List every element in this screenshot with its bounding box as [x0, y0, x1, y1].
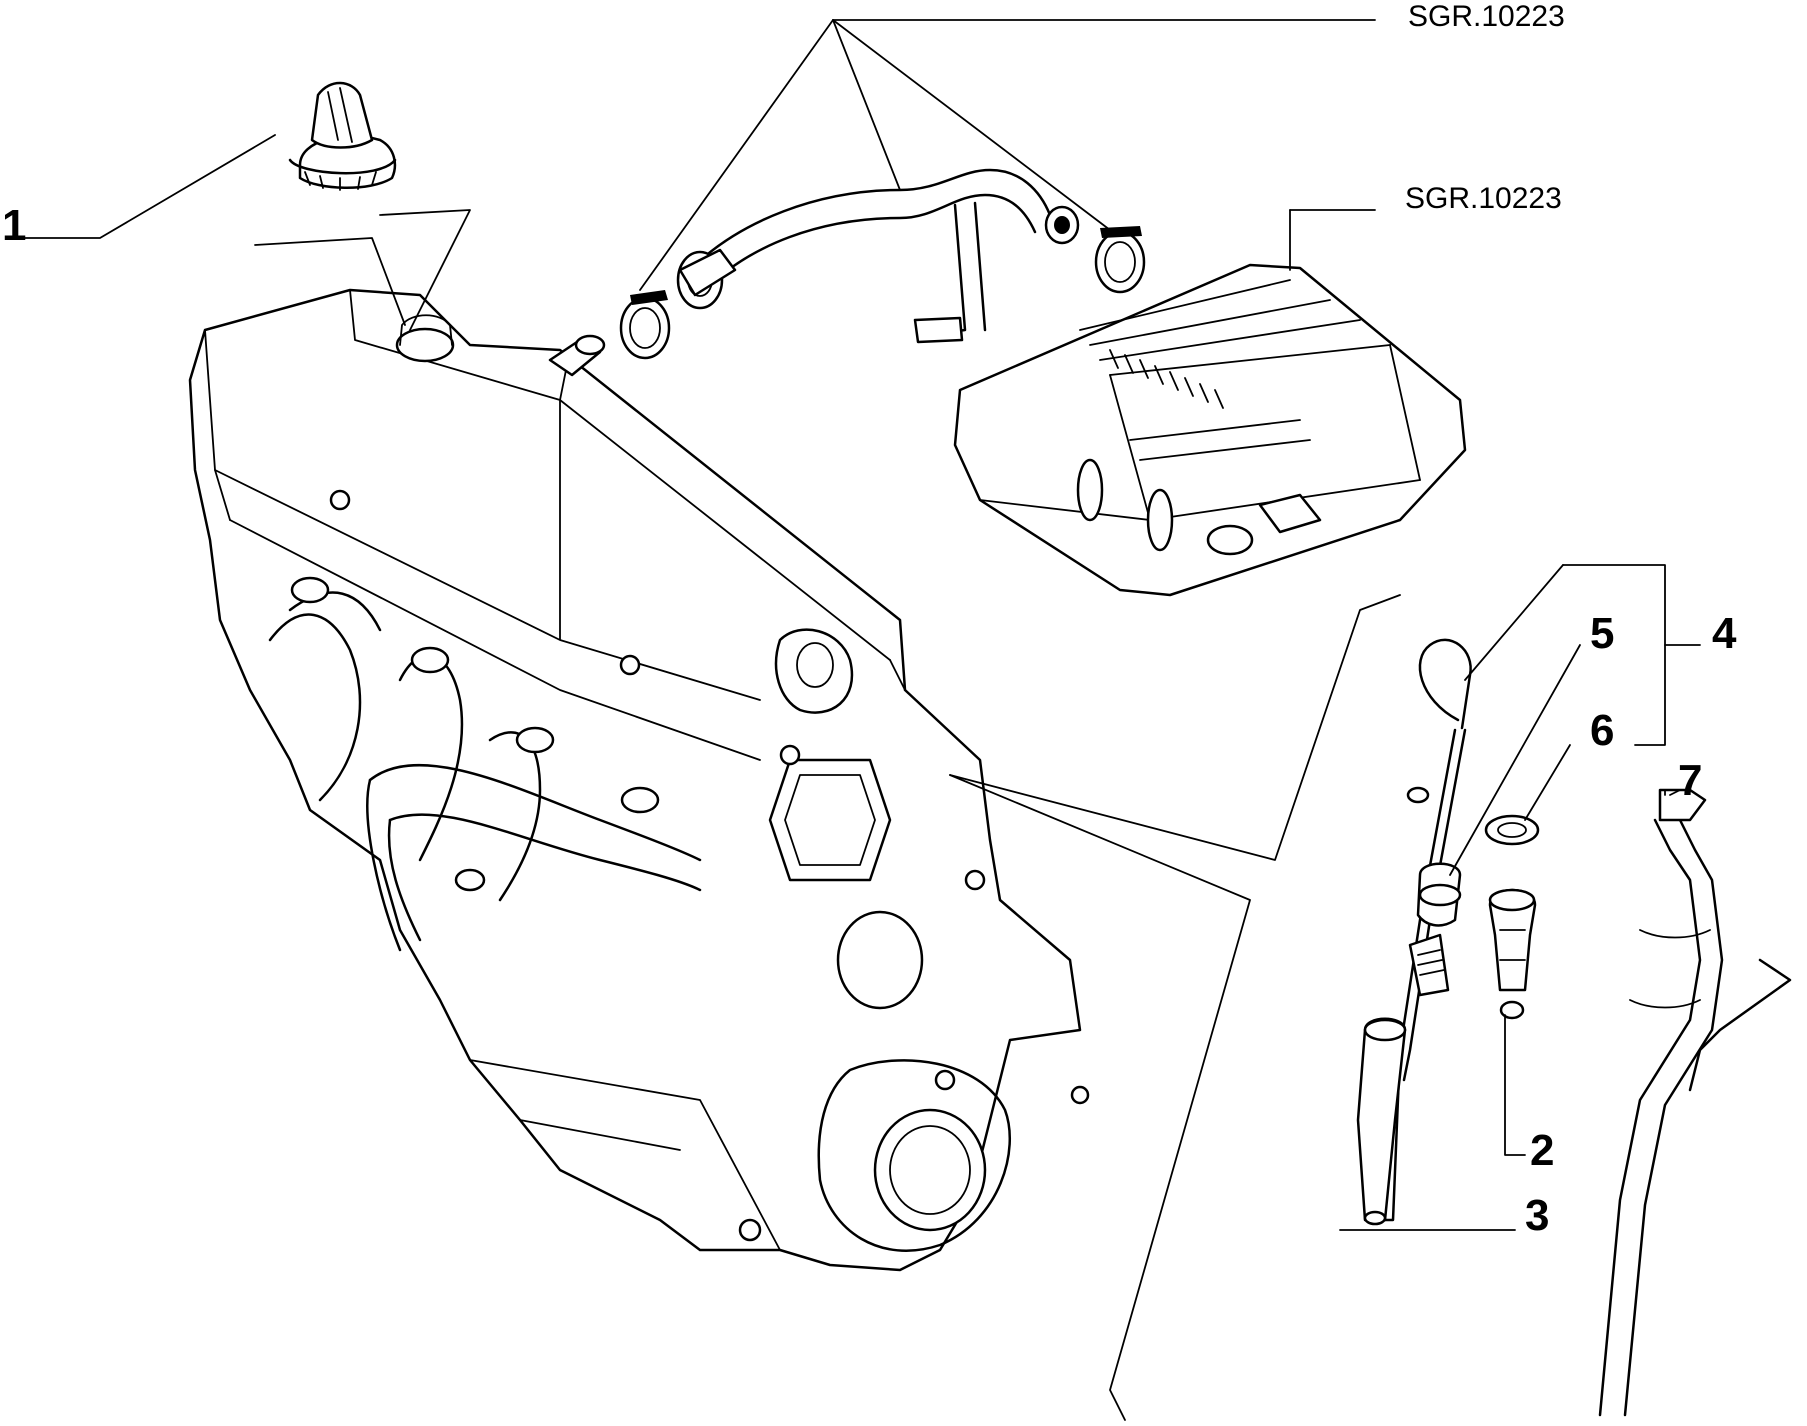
- callout-7: 7: [1678, 756, 1702, 805]
- callout-1: 1: [2, 201, 26, 250]
- callout-5: 5: [1590, 609, 1614, 658]
- oil-dipstick-group: [1356, 638, 1792, 1417]
- breather-hose: [619, 168, 1146, 360]
- callout-6: 6: [1590, 706, 1614, 755]
- callout-2: 2: [1530, 1126, 1554, 1175]
- oil-filler-cap: [288, 81, 397, 191]
- engine-block: [188, 209, 1090, 1272]
- cylinder-head-cover: [953, 263, 1467, 597]
- cover-reference-label: SGR.10223: [1405, 182, 1562, 215]
- callout-3: 3: [1525, 1191, 1549, 1240]
- top-reference-label: SGR.10223: [1408, 0, 1565, 33]
- callout-4: 4: [1712, 609, 1737, 658]
- leader-lines: [24, 19, 1701, 1421]
